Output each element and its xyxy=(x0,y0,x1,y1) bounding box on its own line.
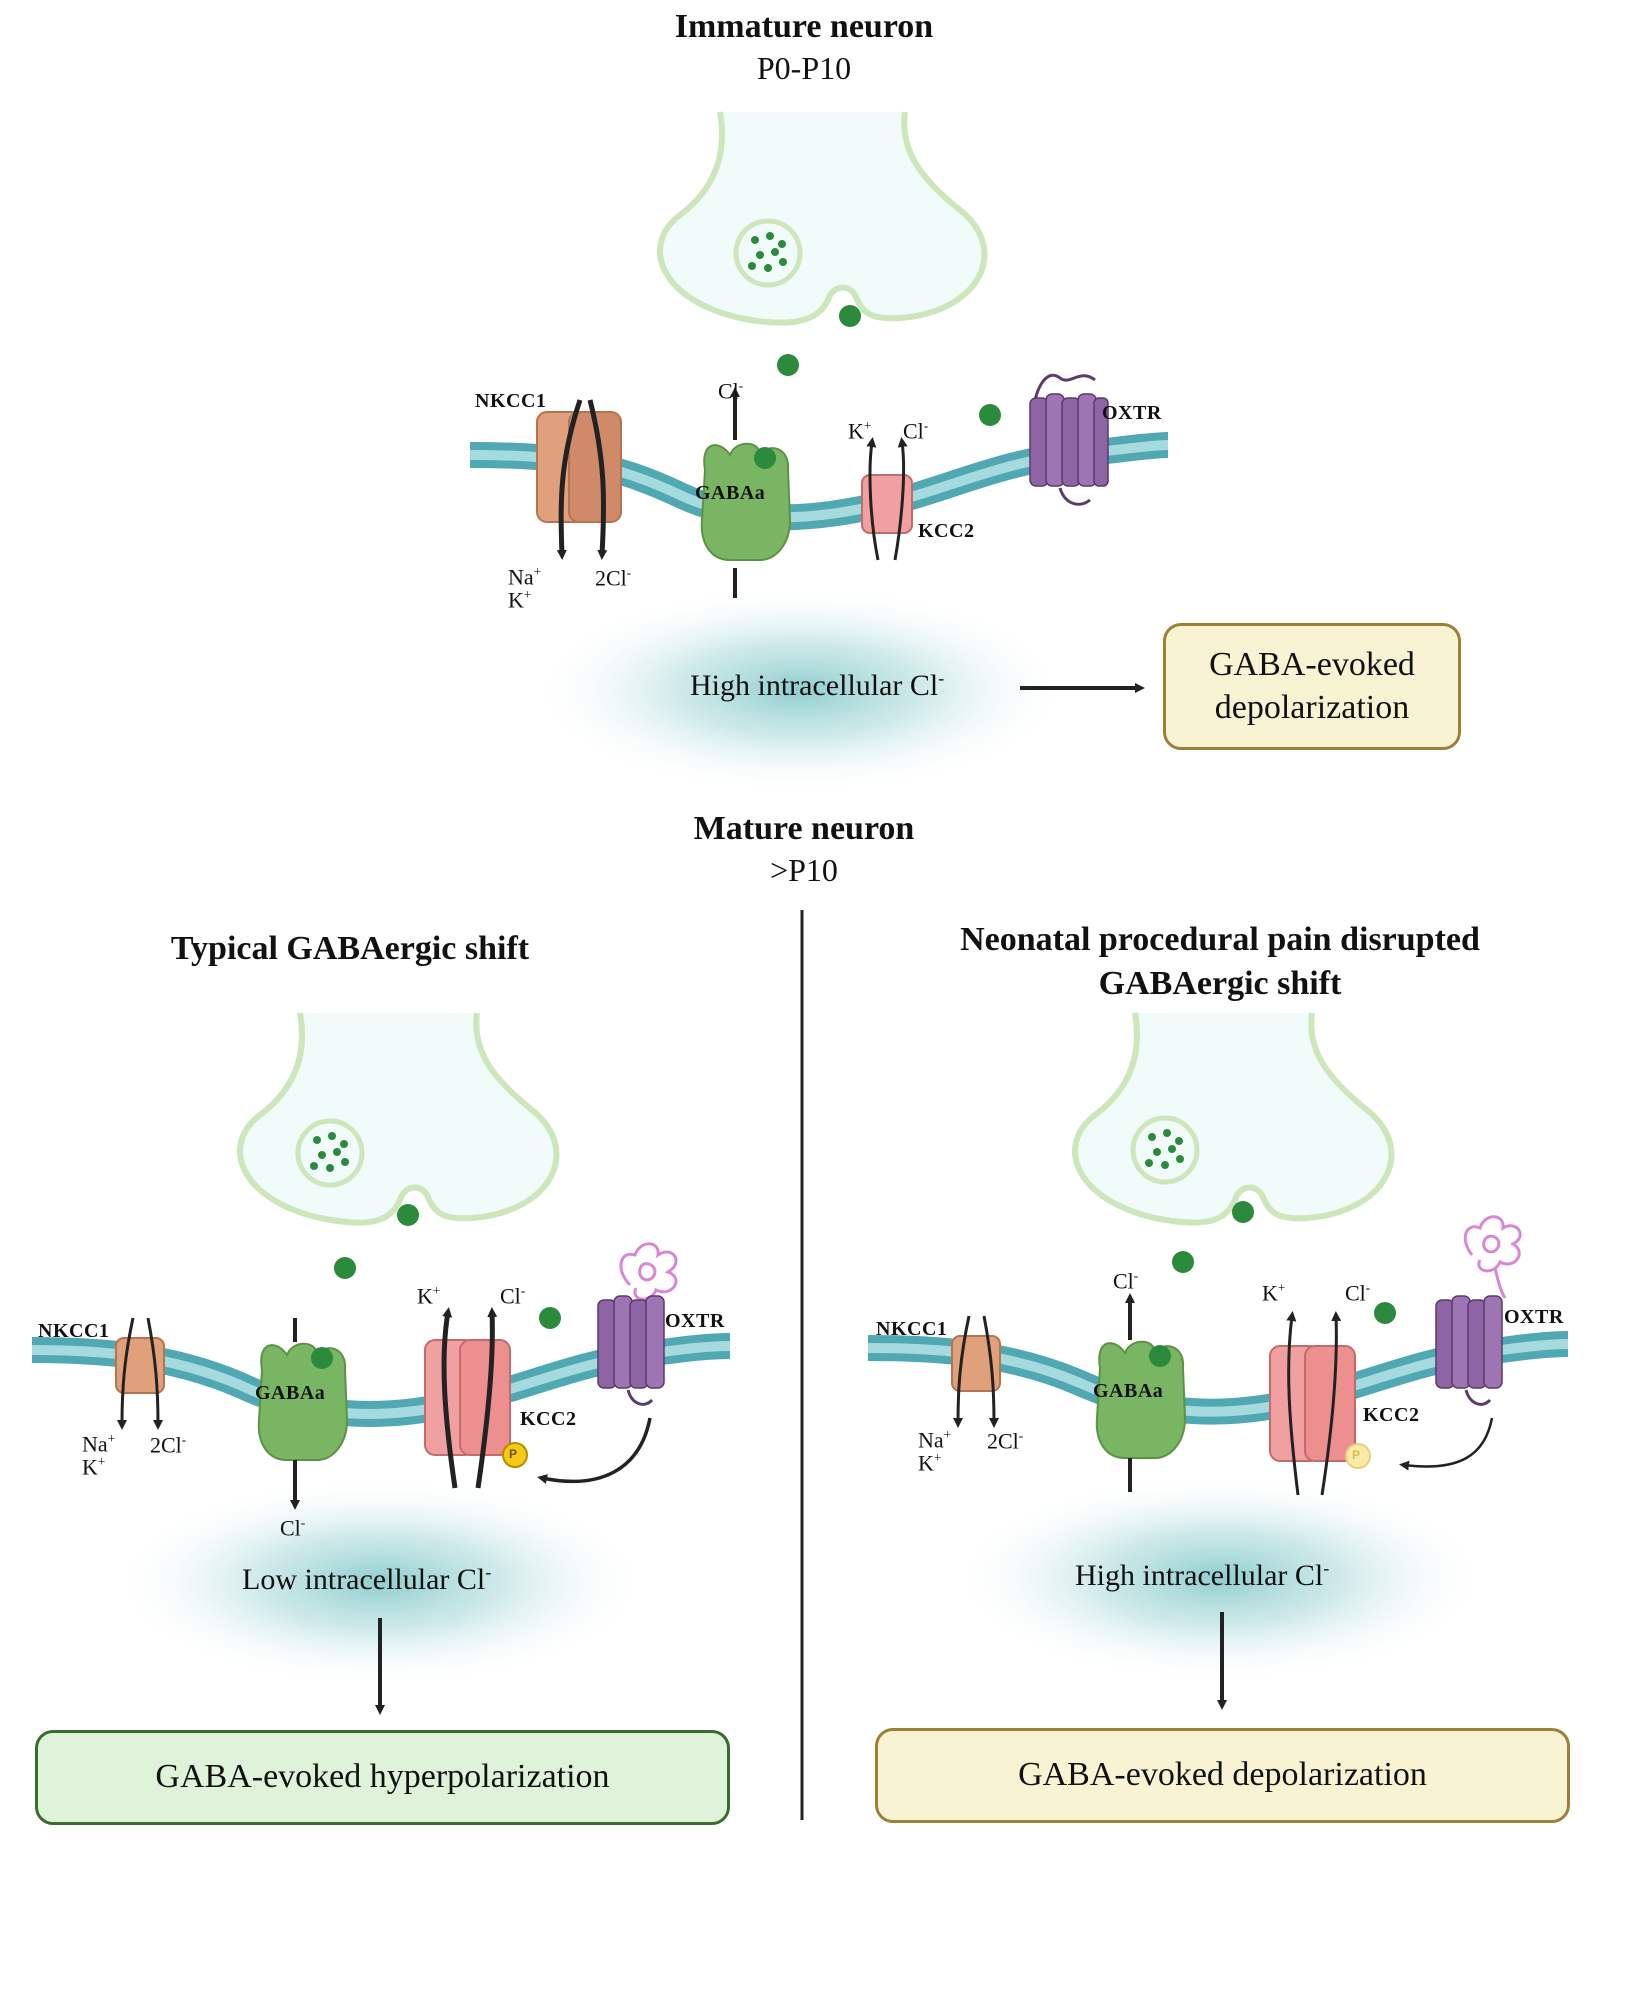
two-cl-label: 2Cl- xyxy=(987,1428,1024,1454)
presynaptic-terminal xyxy=(657,111,988,326)
mature-title: Mature neuron xyxy=(693,810,915,847)
cl-out-label-kcc2: Cl- xyxy=(903,418,929,444)
synaptic-vesicle xyxy=(295,1118,365,1188)
oxtr-to-kcc2-arrow xyxy=(537,1417,652,1484)
gaba-molecule xyxy=(334,1257,356,1279)
phospho-label: P xyxy=(1352,1448,1361,1462)
k-out-label: K+ xyxy=(1262,1280,1286,1306)
gaba-molecule xyxy=(777,354,799,376)
cl-out-label: Cl- xyxy=(500,1283,526,1309)
gaba-bound xyxy=(754,447,776,469)
right-panel xyxy=(867,1012,1569,1710)
intracellular-cl-label: Low intracellular Cl- xyxy=(242,1562,492,1596)
oxtr-receptor xyxy=(597,1242,678,1406)
intracellular-cloud xyxy=(110,1477,650,1687)
phospho-label: P xyxy=(509,1447,518,1461)
gaba-bound xyxy=(1149,1345,1171,1367)
outcome-box: GABA-evoked hyperpolarization xyxy=(35,1730,730,1825)
nkcc1-label: NKCC1 xyxy=(475,390,547,412)
gaba-bound xyxy=(311,1347,333,1369)
cl-in-label: Cl- xyxy=(280,1515,306,1541)
left-panel xyxy=(31,1012,731,1715)
gaba-molecule xyxy=(397,1204,419,1226)
phospho-site-faded xyxy=(1345,1443,1371,1469)
k-out-label: K+ xyxy=(417,1283,441,1309)
gabaa-label: GABAa xyxy=(695,482,766,504)
kcc2-label: KCC2 xyxy=(918,520,975,542)
oxtr-label: OXTR xyxy=(1102,402,1162,424)
gaba-molecule xyxy=(1172,1251,1194,1273)
two-cl-label: 2Cl- xyxy=(150,1432,187,1458)
na-k-label: Na+K+ xyxy=(508,564,542,613)
kcc2-label: KCC2 xyxy=(1363,1404,1420,1426)
vesicle-gaba-dots xyxy=(748,232,787,272)
na-k-label: Na+K+ xyxy=(82,1431,116,1480)
gaba-molecule xyxy=(1232,1201,1254,1223)
gabaa-label: GABAa xyxy=(255,1382,326,1404)
intracellular-cloud xyxy=(950,1473,1490,1683)
outcome-box: GABA-evoked depolarization xyxy=(875,1728,1570,1823)
cl-out-label: Cl- xyxy=(718,378,744,404)
intracellular-cl-label: High intracellular Cl- xyxy=(690,668,945,702)
nkcc1-label: NKCC1 xyxy=(876,1318,948,1340)
phospho-site-active xyxy=(502,1442,528,1468)
presynaptic-terminal xyxy=(1072,1012,1395,1226)
gaba-molecule xyxy=(539,1307,561,1329)
top-panel xyxy=(469,111,1169,795)
synaptic-vesicle xyxy=(1130,1115,1200,1185)
gaba-molecule xyxy=(839,305,861,327)
nkcc1-transporter xyxy=(115,1317,165,1430)
top-subtitle: P0-P10 xyxy=(756,50,852,86)
synaptic-vesicle xyxy=(733,218,803,288)
nkcc1-transporter xyxy=(536,399,622,560)
oxtr-to-kcc2-arrow xyxy=(1399,1417,1494,1471)
left-heading: Typical GABAergic shift xyxy=(170,930,530,967)
two-cl-label: 2Cl- xyxy=(595,565,632,591)
intracellular-cloud xyxy=(530,585,1070,795)
outcome-box: GABA-evoked depolarization xyxy=(1163,623,1461,750)
vesicle-gaba-dots xyxy=(1145,1129,1184,1169)
kcc2-transporter xyxy=(861,437,913,561)
cl-out-label-kcc2: Cl- xyxy=(1345,1280,1371,1306)
vesicle-gaba-dots xyxy=(310,1132,349,1172)
kcc2-transporter xyxy=(1269,1311,1371,1496)
oxtr-receptor xyxy=(1029,373,1109,506)
intracellular-cl-label: High intracellular Cl- xyxy=(1075,1558,1330,1592)
mature-subtitle: >P10 xyxy=(770,852,838,888)
kcc2-transporter xyxy=(424,1307,528,1489)
gaba-molecule xyxy=(979,404,1001,426)
oxtr-label: OXTR xyxy=(1504,1306,1564,1328)
k-out-label: K+ xyxy=(848,418,872,444)
oxtr-receptor xyxy=(1435,1215,1522,1406)
nkcc1-transporter xyxy=(951,1315,1001,1428)
gabaa-receptor xyxy=(257,1318,349,1510)
gaba-molecule xyxy=(1374,1302,1396,1324)
gabaa-label: GABAa xyxy=(1093,1380,1164,1402)
oxtr-label: OXTR xyxy=(665,1310,725,1332)
kcc2-label: KCC2 xyxy=(520,1408,577,1430)
gabaa-receptor xyxy=(1095,1293,1187,1492)
nkcc1-label: NKCC1 xyxy=(38,1320,110,1342)
top-title: Immature neuron xyxy=(674,8,934,45)
na-k-label: Na+K+ xyxy=(918,1427,952,1476)
cl-out-label: Cl- xyxy=(1113,1268,1139,1294)
gabaa-receptor xyxy=(700,387,792,598)
presynaptic-terminal xyxy=(237,1012,560,1226)
